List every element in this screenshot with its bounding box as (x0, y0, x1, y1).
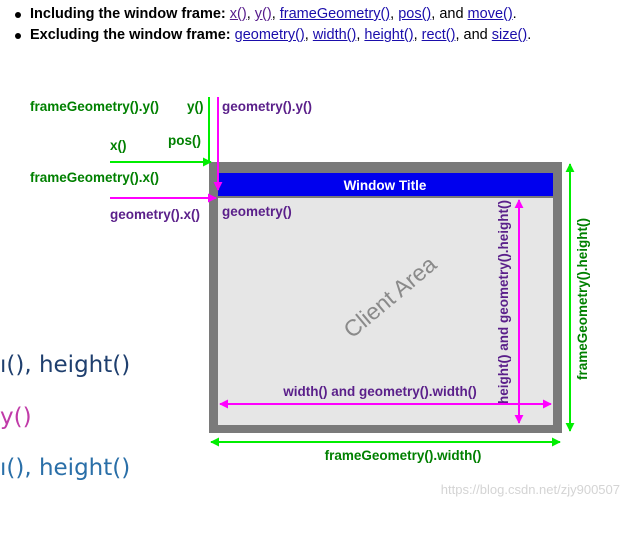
label-height: height() and geometry().height() (496, 200, 511, 404)
bullet-lead: Including the window frame: (30, 6, 226, 22)
and-text: and (439, 6, 464, 22)
link-x[interactable]: x() (229, 6, 247, 22)
label-geometry-x: geometry().x() (110, 207, 200, 222)
and-text: and (463, 27, 488, 43)
end-period: . (512, 6, 517, 22)
label-frame-y: frameGeometry().y() (30, 99, 159, 114)
window-title: Window Title (344, 178, 427, 193)
bullet-lead: Excluding the window frame: (30, 27, 231, 43)
link-geometry[interactable]: geometry() (234, 27, 305, 43)
bullet-list: Including the window frame: x(), y(), fr… (12, 4, 632, 46)
label-frame-x: frameGeometry().x() (30, 170, 159, 185)
label-frame-height: frameGeometry().height() (575, 218, 590, 380)
link-frame-geometry[interactable]: frameGeometry() (279, 6, 391, 22)
side-fragment-height-2: ı(), height() (0, 455, 131, 481)
bullet-excluding-frame: Excluding the window frame: geometry(), … (12, 25, 632, 46)
bullet-including-frame: Including the window frame: x(), y(), fr… (12, 4, 632, 25)
label-width: width() and geometry().width() (282, 384, 476, 399)
client-area (218, 198, 553, 425)
link-rect[interactable]: rect() (421, 27, 456, 43)
link-y[interactable]: y() (254, 6, 272, 22)
link-height[interactable]: height() (364, 27, 414, 43)
label-geometry: geometry() (222, 204, 292, 219)
link-size[interactable]: size() (491, 27, 528, 43)
end-period: . (527, 27, 532, 43)
label-pos: pos() (168, 133, 201, 148)
label-geometry-y: geometry().y() (222, 99, 312, 114)
link-width[interactable]: width() (312, 27, 357, 43)
title-bar (218, 173, 553, 196)
watermark: https://blog.csdn.net/zjy900507 (441, 482, 620, 497)
label-frame-width: frameGeometry().width() (325, 448, 482, 463)
link-move[interactable]: move() (467, 6, 513, 22)
side-fragment-y: y() (0, 404, 32, 430)
link-pos[interactable]: pos() (398, 6, 432, 22)
side-fragment-height: ı(), height() (0, 352, 131, 378)
label-y: y() (187, 99, 204, 114)
label-x: x() (110, 138, 127, 153)
